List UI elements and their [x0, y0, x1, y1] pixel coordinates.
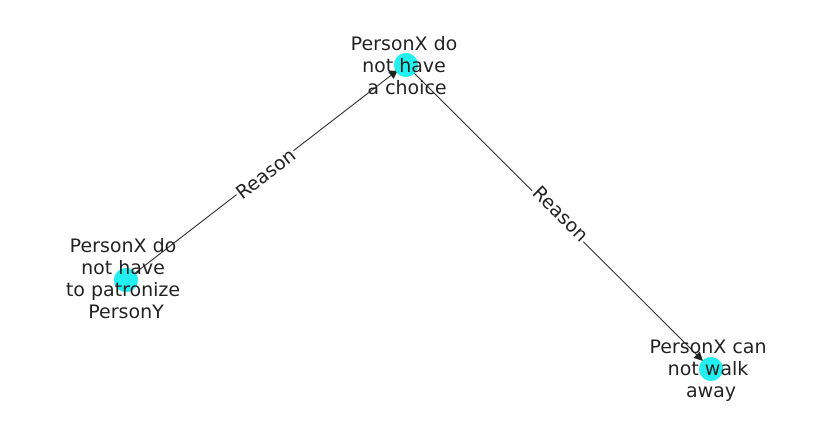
node-label-line: PersonX can	[649, 336, 766, 358]
node-label-patronize: PersonX do not have to patronize PersonY	[66, 235, 186, 323]
node-label-line: PersonX do	[70, 235, 177, 257]
node-label-line: not walk	[668, 358, 749, 380]
node-choice	[394, 53, 418, 77]
node-label-line: not have	[362, 55, 446, 77]
node-label-line: PersonX do	[351, 33, 458, 55]
node-label-choice: PersonX do not have a choice	[351, 33, 464, 99]
edge-label-group-2: Reason	[525, 179, 595, 249]
node-walk	[699, 357, 723, 381]
node-label-line: not have	[81, 257, 165, 279]
edge-label: Reason	[528, 182, 593, 246]
node-label-line: a choice	[367, 77, 446, 99]
node-patronize	[114, 268, 138, 292]
node-label-line: to patronize	[66, 279, 180, 301]
edge-label-group-1: Reason	[229, 141, 303, 207]
node-label-line: away	[686, 380, 736, 402]
edge-label: Reason	[232, 144, 300, 204]
node-label-line: PersonY	[88, 301, 164, 323]
node-label-walk: PersonX can not walk away	[649, 336, 772, 402]
